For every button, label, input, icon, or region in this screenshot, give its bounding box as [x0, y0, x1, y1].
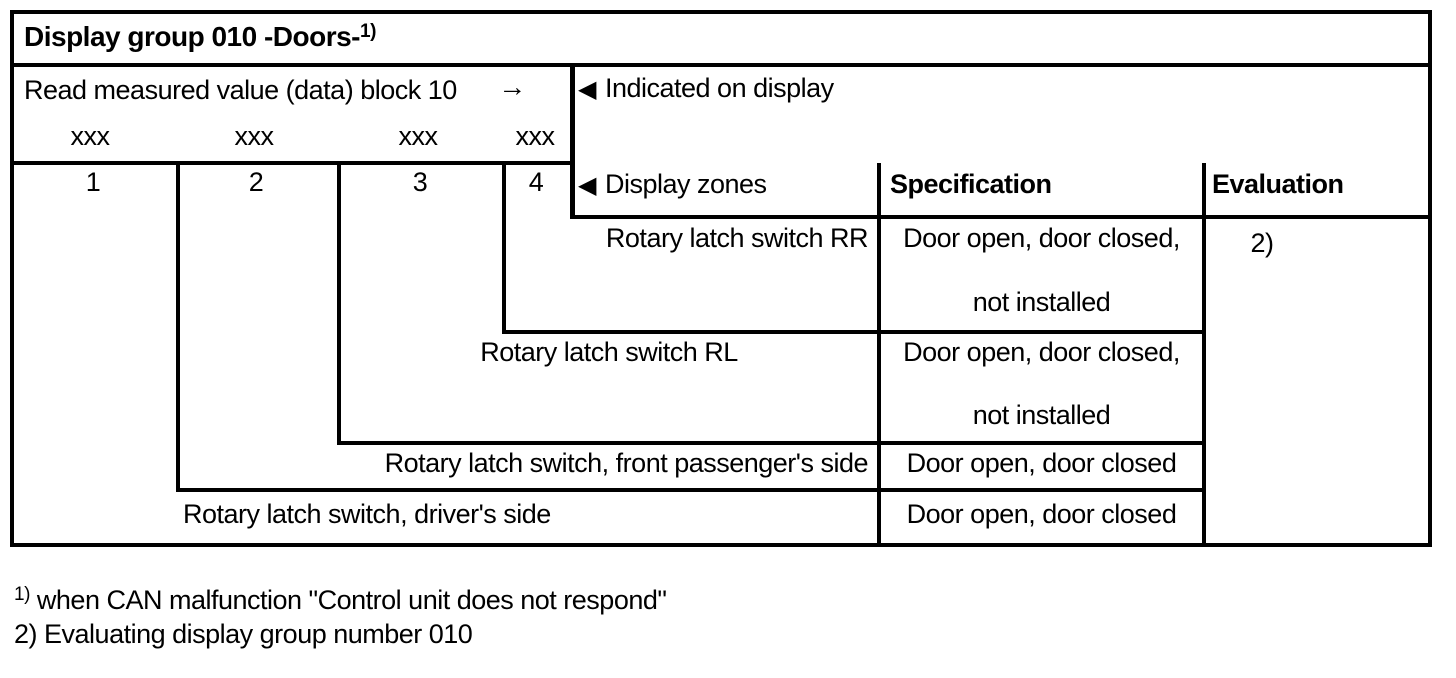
table-border-top [10, 10, 1432, 14]
footnote-2: 2) Evaluating display group number 010 [14, 619, 473, 650]
specification-column-line [877, 163, 881, 547]
value-placeholder-3: xxx [398, 121, 439, 151]
row-spec-zone3-line1: Door open, door closed, [903, 337, 1180, 367]
zone2-column-line [337, 161, 341, 445]
row-spec-zone4-line1: Door open, door closed, [903, 223, 1180, 253]
zone-number-4: 4 [528, 167, 544, 197]
indicated-label: Indicated on display [604, 73, 834, 103]
left-triangle-icon: ◀ [578, 171, 596, 199]
read-block-label: Read measured value (data) block 10 [24, 75, 457, 105]
row-label-zone2: Rotary latch switch, front passenger's s… [384, 448, 869, 478]
footnote-1: 1) when CAN malfunction "Control unit do… [14, 584, 667, 616]
row-spec-zone2: Door open, door closed [906, 448, 1177, 478]
readblock-right-divider [570, 63, 575, 219]
footnote-1-text: when CAN malfunction "Control unit does … [36, 585, 667, 615]
specification-header: Specification [890, 169, 1052, 199]
table-border-bottom [10, 543, 1432, 547]
row-spec-zone1: Door open, door closed [906, 499, 1177, 529]
row-label-zone1: Rotary latch switch, driver's side [183, 499, 551, 529]
page-title-text: Display group 010 -Doors- [24, 21, 361, 52]
value-placeholder-2: xxx [234, 121, 275, 151]
value-placeholder-1: xxx [70, 121, 111, 151]
zone1-column-line [176, 161, 180, 492]
row-spec-zone4-line2: not installed [972, 287, 1111, 317]
zone-number-2: 2 [248, 167, 264, 197]
footnote-2-text: Evaluating display group number 010 [44, 619, 473, 649]
zone-number-3: 3 [412, 167, 428, 197]
right-arrow-icon: → [498, 71, 526, 102]
evaluation-column-line [1202, 163, 1206, 547]
footnote-1-ref: 1) [14, 584, 30, 605]
step-line-row3 [176, 488, 1206, 492]
display-zones-label: Display zones [604, 169, 767, 199]
evaluation-note-ref: 2) [1250, 228, 1274, 258]
left-triangle-icon: ◀ [578, 75, 596, 103]
table-border-right [1428, 10, 1432, 547]
page-title: Display group 010 -Doors-1) [24, 21, 376, 53]
title-footnote-ref: 1) [360, 21, 376, 42]
zone3-column-line [502, 161, 506, 334]
table-border-left [10, 10, 14, 547]
xxx-row-divider [10, 161, 575, 165]
value-placeholder-4: xxx [515, 121, 556, 151]
row-label-zone4: Rotary latch switch RR [605, 223, 869, 253]
evaluation-header: Evaluation [1212, 169, 1344, 199]
step-line-row1 [502, 330, 1206, 334]
row-spec-zone3-line2: not installed [972, 400, 1111, 430]
footnote-2-ref: 2) [14, 619, 38, 649]
row-label-zone3: Rotary latch switch RL [480, 337, 738, 367]
step-line-row2 [337, 441, 1206, 445]
display-zones-header: ◀ Display zones [578, 169, 767, 200]
zone-number-1: 1 [85, 167, 101, 197]
indicated-on-display: ◀ Indicated on display [578, 73, 834, 104]
title-divider [10, 63, 1432, 67]
header-row-divider [570, 215, 1432, 219]
